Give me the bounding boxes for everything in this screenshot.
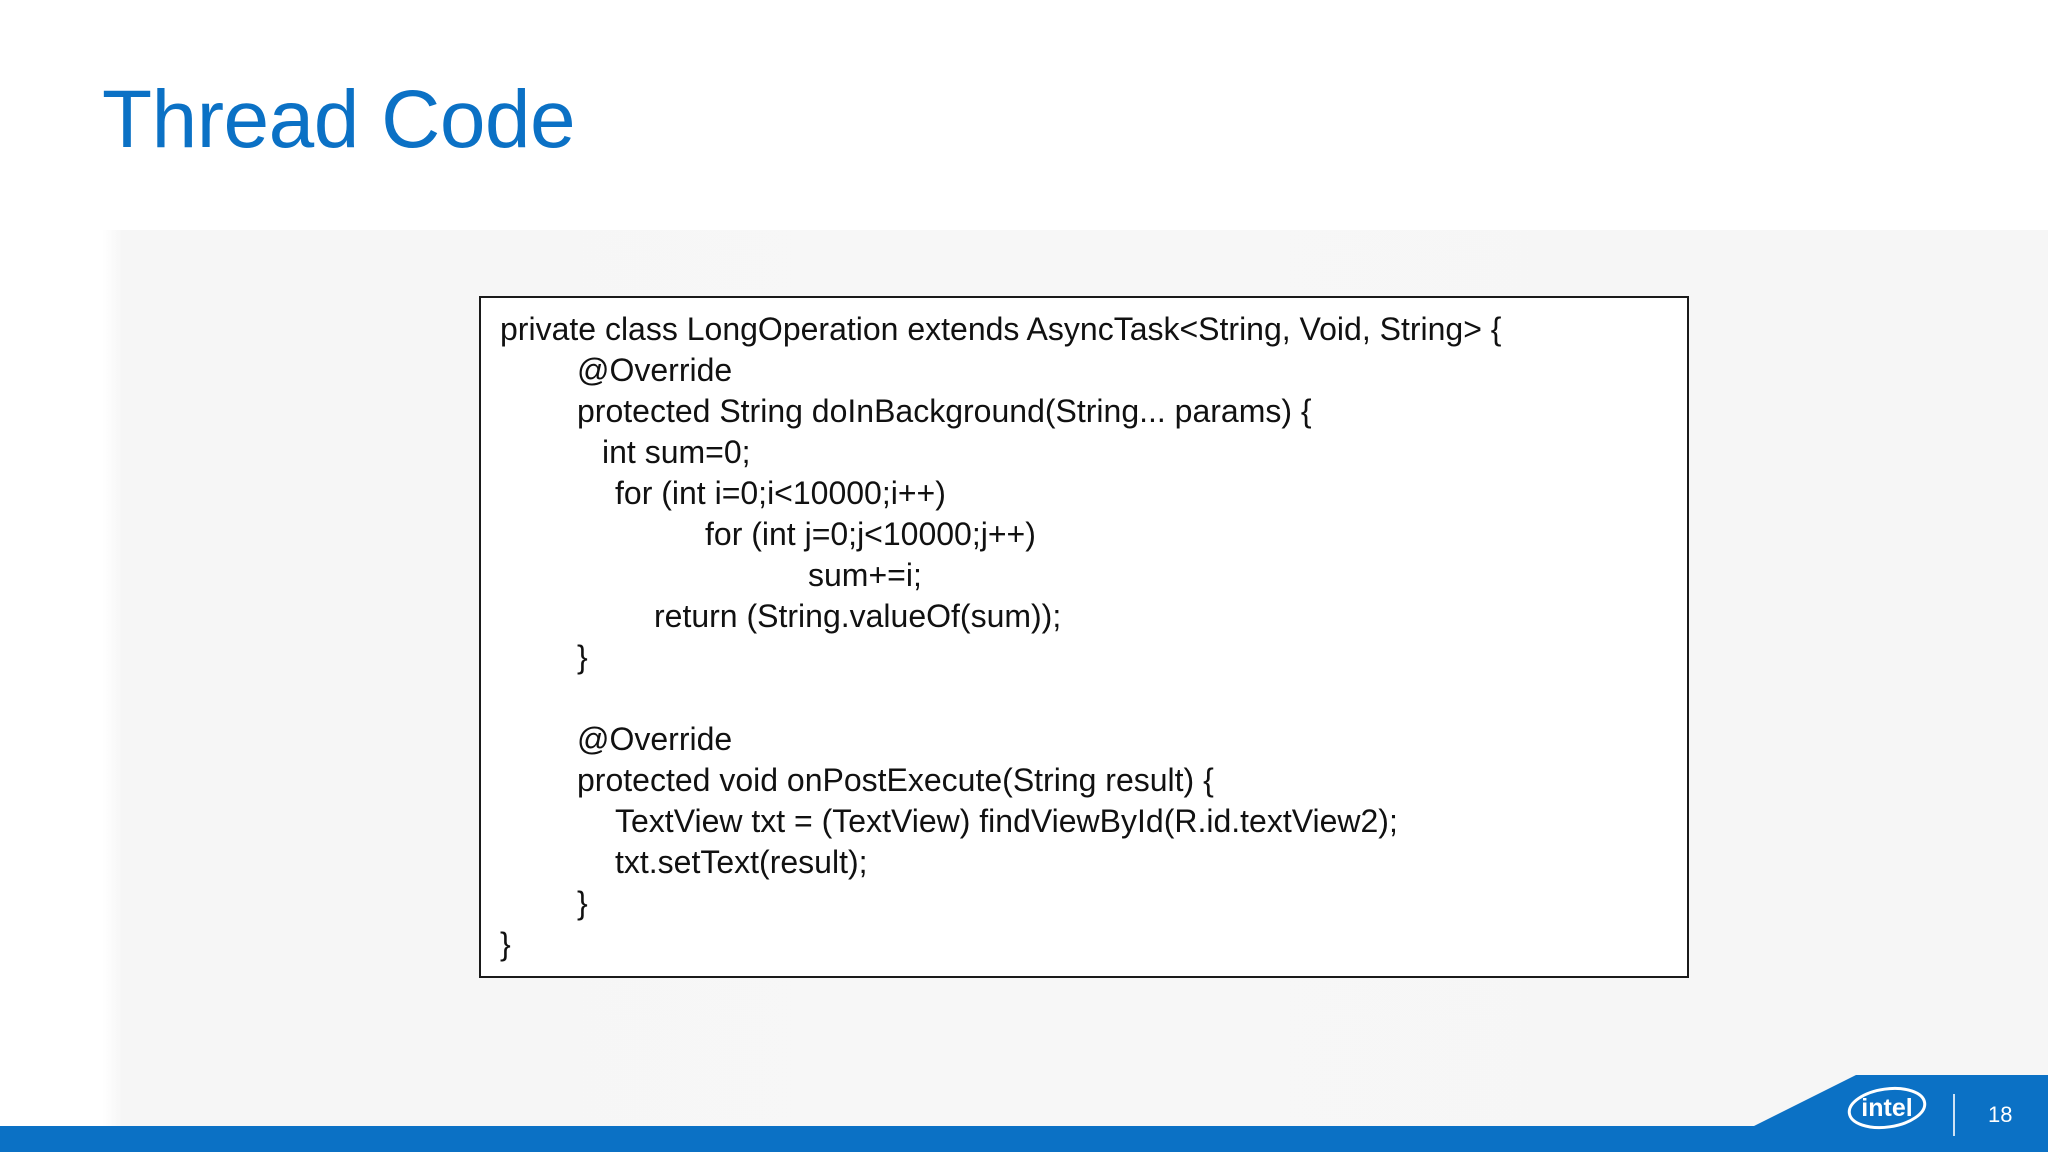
code-line: } [500, 926, 511, 962]
code-line: txt.setText(result); [615, 844, 868, 880]
slide-title: Thread Code [102, 74, 576, 165]
code-line: @Override [577, 721, 733, 757]
intel-logo: intel [1847, 1086, 1927, 1130]
footer-bar [0, 1126, 2048, 1152]
code-line: int sum=0; [602, 434, 751, 470]
footer-divider [1953, 1094, 1955, 1136]
code-line: return (String.valueOf(sum)); [654, 598, 1062, 634]
code-line: private class LongOperation extends Asyn… [500, 311, 1502, 347]
code-line: sum+=i; [808, 557, 922, 593]
title-band [0, 0, 2048, 230]
code-line: for (int j=0;j<10000;j++) [705, 516, 1036, 552]
code-line: } [577, 885, 588, 921]
code-line: protected String doInBackground(String..… [577, 393, 1312, 429]
code-line: @Override [577, 352, 733, 388]
code-block: private class LongOperation extends Asyn… [479, 296, 1689, 978]
code-line: protected void onPostExecute(String resu… [577, 762, 1214, 798]
intel-logo-wordmark: intel [1861, 1094, 1912, 1122]
code-line: for (int i=0;i<10000;i++) [615, 475, 946, 511]
code-line: TextView txt = (TextView) findViewById(R… [615, 803, 1398, 839]
code-line: } [577, 639, 588, 675]
footer-corner-shape [1752, 1075, 2048, 1127]
page-number: 18 [1988, 1102, 2013, 1127]
